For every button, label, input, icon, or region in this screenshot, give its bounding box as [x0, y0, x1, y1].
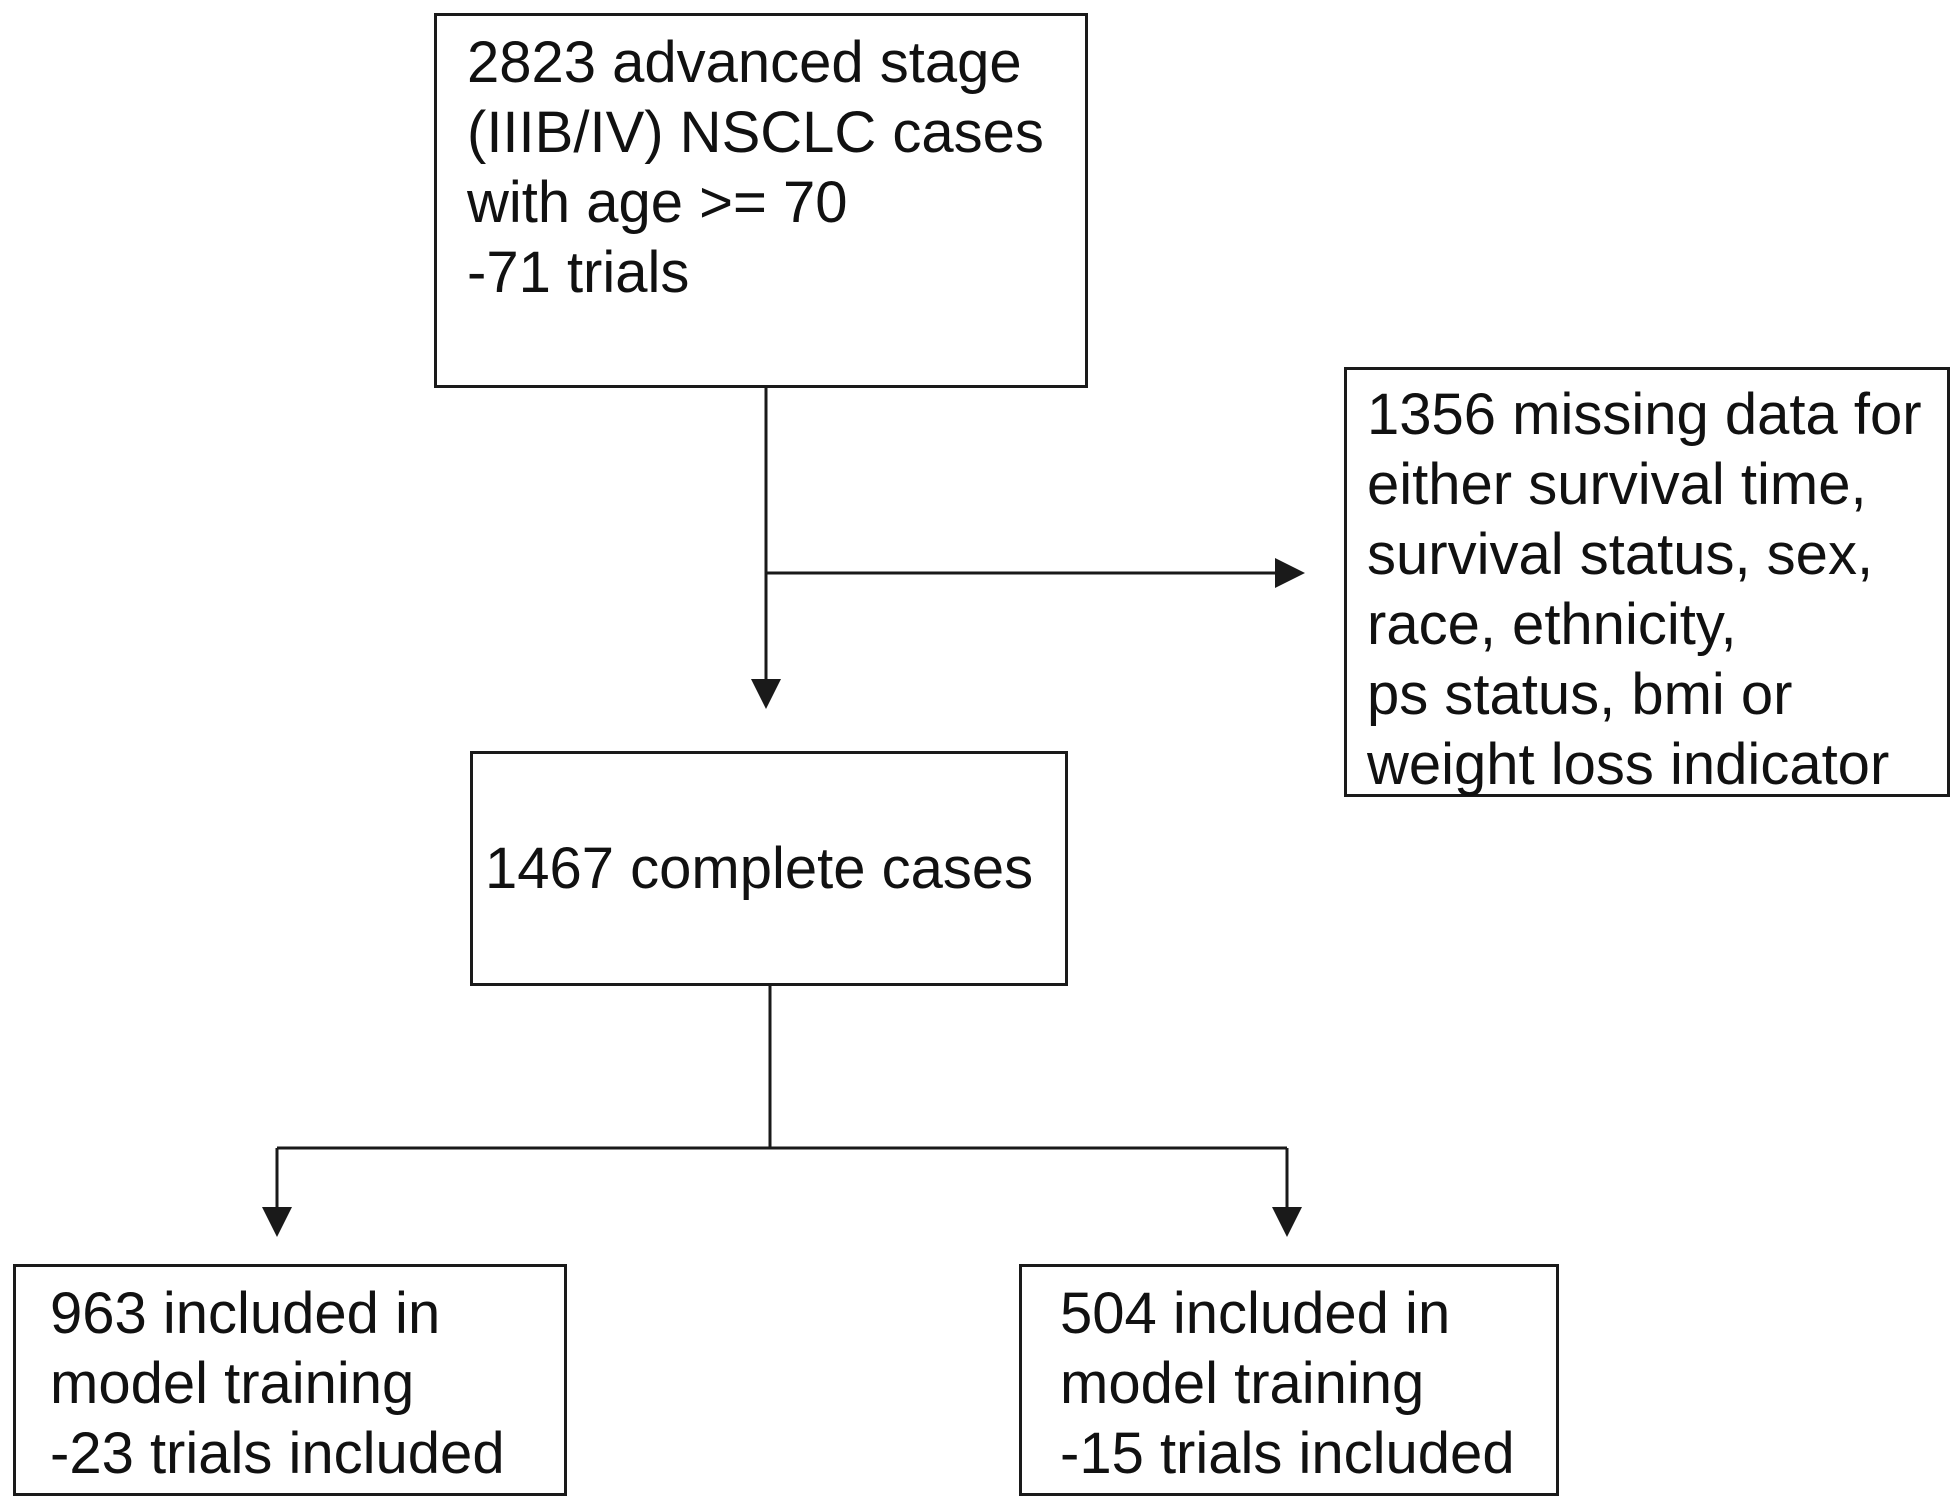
complete-box-text: 1467 complete cases	[485, 834, 1033, 904]
start-box-line: (IIIB/IV) NSCLC cases	[467, 100, 1044, 165]
start-box-line: with age >= 70	[467, 170, 848, 235]
right-box-text: 504 included in model training -15 trial…	[1060, 1279, 1515, 1489]
right-box-line: 504 included in	[1060, 1281, 1451, 1346]
start-box: 2823 advanced stage (IIIB/IV) NSCLC case…	[434, 13, 1088, 388]
start-box-text: 2823 advanced stage (IIIB/IV) NSCLC case…	[467, 28, 1044, 308]
right-box-line: -15 trials included	[1060, 1421, 1515, 1486]
start-box-line: 2823 advanced stage	[467, 30, 1022, 95]
excluded-box-line: race, ethnicity,	[1367, 592, 1737, 657]
excluded-box-text: 1356 missing data for either survival ti…	[1367, 380, 1922, 800]
complete-box-line: 1467 complete cases	[485, 836, 1034, 901]
excluded-box-line: either survival time,	[1367, 452, 1867, 517]
excluded-box-line: weight loss indicator	[1367, 732, 1890, 797]
excluded-box-line: survival status, sex,	[1367, 522, 1874, 587]
complete-cases-box: 1467 complete cases	[470, 751, 1068, 986]
left-box-line: model training	[50, 1351, 415, 1416]
excluded-box-line: 1356 missing data for	[1367, 382, 1922, 447]
left-box-text: 963 included in model training -23 trial…	[50, 1279, 505, 1489]
start-box-line: -71 trials	[467, 240, 690, 305]
training-box-right: 504 included in model training -15 trial…	[1019, 1264, 1559, 1496]
excluded-box: 1356 missing data for either survival ti…	[1344, 367, 1950, 797]
left-box-line: 963 included in	[50, 1281, 441, 1346]
right-box-line: model training	[1060, 1351, 1425, 1416]
excluded-box-line: ps status, bmi or	[1367, 662, 1793, 727]
left-box-line: -23 trials included	[50, 1421, 505, 1486]
training-box-left: 963 included in model training -23 trial…	[13, 1264, 567, 1496]
